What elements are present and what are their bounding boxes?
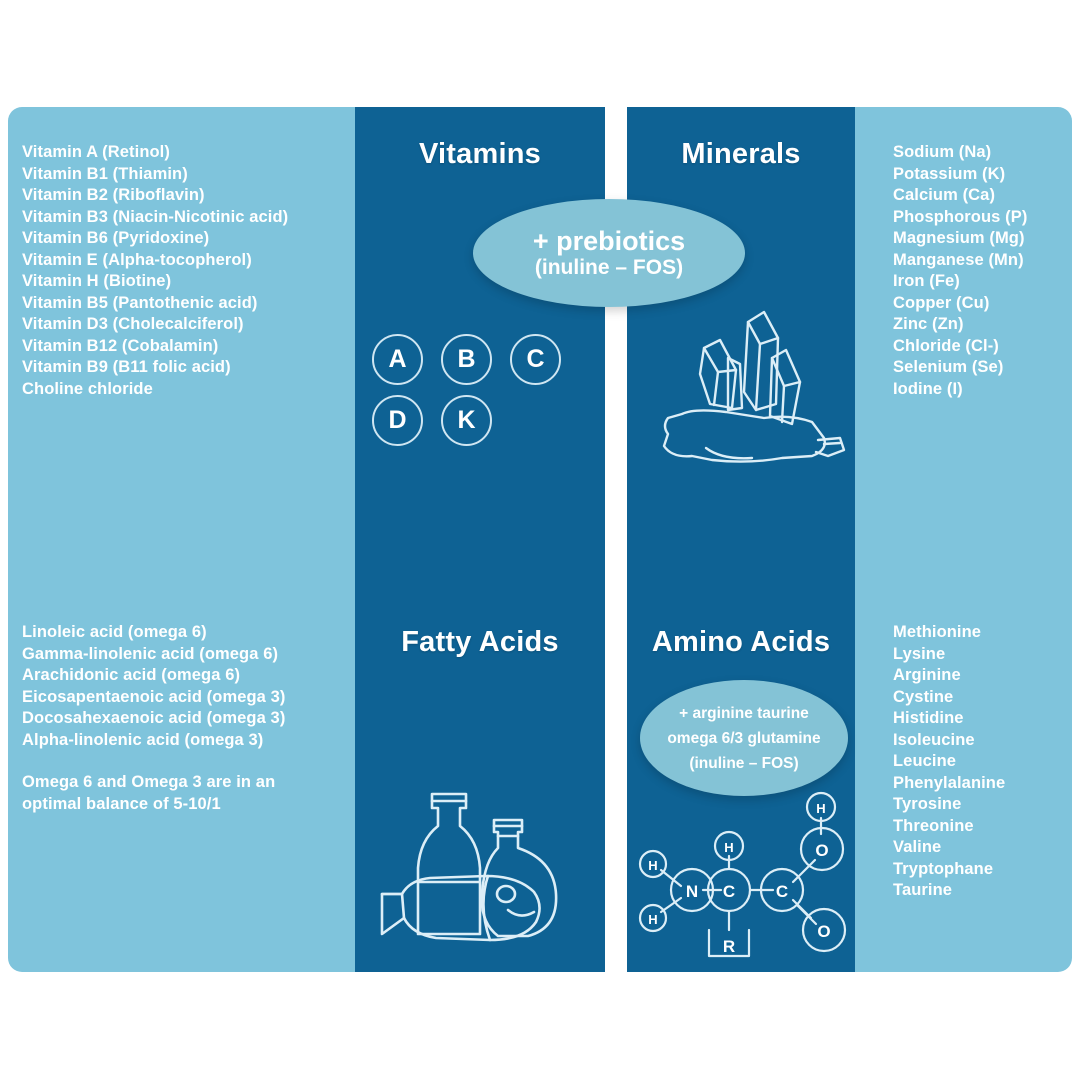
list-item: Vitamin B1 (Thiamin) <box>22 164 188 183</box>
amino-bubble: + arginine taurine omega 6/3 glutamine (… <box>640 680 848 796</box>
svg-text:O: O <box>815 841 828 860</box>
vitamin-letters-icon: A B C D K <box>372 334 572 456</box>
list-item: Sodium (Na) <box>893 143 992 161</box>
list-item: Vitamin D3 (Cholecalciferol) <box>22 315 244 333</box>
list-item: Vitamin B12 (Cobalamin) <box>22 336 219 355</box>
svg-text:H: H <box>648 912 657 927</box>
list-item: Leucine <box>893 752 957 770</box>
list-item: Tryptophane <box>893 859 994 878</box>
list-item: Chloride (Cl-) <box>893 336 999 355</box>
list-item: Vitamin B6 (Pyridoxine) <box>22 229 210 247</box>
amino-bubble-line-1: + arginine taurine <box>679 704 809 722</box>
list-spacer <box>22 751 286 772</box>
list-item: Vitamin H (Biotine) <box>22 272 172 290</box>
amino-acid-list: Methionine Lysine Arginine Cystine Histi… <box>893 622 1005 902</box>
svg-text:C: C <box>776 882 788 901</box>
list-item: Iodine (I) <box>893 379 963 398</box>
list-item: Copper (Cu) <box>893 293 990 312</box>
list-item: Lysine <box>893 644 946 663</box>
list-item: Potassium (K) <box>893 164 1006 183</box>
vitamin-letter-circle-c: C <box>510 334 561 385</box>
list-item: Vitamin B9 (B11 folic acid) <box>22 358 231 376</box>
list-item: Choline chloride <box>22 379 153 398</box>
list-item: Vitamin B3 (Niacin-Nicotinic acid) <box>22 207 289 226</box>
section-title-minerals: Minerals <box>681 138 801 170</box>
list-item: Vitamin A (Retinol) <box>22 143 170 161</box>
list-item: Iron (Fe) <box>893 272 960 290</box>
section-title-fatty-acids: Fatty Acids <box>401 626 559 658</box>
list-item: Methionine <box>893 623 982 641</box>
amino-bubble-line-2: omega 6/3 glutamine <box>667 729 821 747</box>
list-item: Histidine <box>893 709 964 727</box>
list-item: Magnesium (Mg) <box>893 229 1025 247</box>
list-item: Vitamin B5 (Pantothenic acid) <box>22 293 258 312</box>
list-item: Cystine <box>893 687 954 706</box>
list-item: Manganese (Mn) <box>893 250 1024 269</box>
list-item: Phenylalanine <box>893 773 1006 792</box>
list-item: Tyrosine <box>893 795 962 813</box>
fatty-acid-note-line: optimal balance of 5-10/1 <box>22 794 221 813</box>
prebiotics-bubble-main: + prebiotics <box>532 226 686 256</box>
list-item: Eicosapentaenoic acid (omega 3) <box>22 687 286 706</box>
panel-light-right <box>855 107 1072 972</box>
svg-text:H: H <box>724 840 733 855</box>
list-item: Calcium (Ca) <box>893 186 996 204</box>
svg-text:H: H <box>816 801 825 816</box>
list-item: Gamma-linolenic acid (omega 6) <box>22 644 279 663</box>
list-item: Phosphorous (P) <box>893 207 1028 226</box>
prebiotics-bubble-sub: (inuline – FOS) <box>534 256 684 279</box>
vitamin-list: Vitamin A (Retinol) Vitamin B1 (Thiamin)… <box>22 142 288 400</box>
svg-text:H: H <box>648 858 657 873</box>
list-item: Arachidonic acid (omega 6) <box>22 666 241 684</box>
list-item: Threonine <box>893 816 974 835</box>
list-item: Linoleic acid (omega 6) <box>22 623 207 641</box>
fish-oil-icon <box>380 792 558 942</box>
list-item: Docosahexaenoic acid (omega 3) <box>22 709 286 727</box>
panel-light-left <box>8 107 355 972</box>
vitamin-letter-row: D K <box>372 395 572 446</box>
fatty-acid-note-line: Omega 6 and Omega 3 are in an <box>22 773 276 791</box>
list-item: Taurine <box>893 881 953 899</box>
vitamin-letter-circle-a: A <box>372 334 423 385</box>
list-item: Valine <box>893 838 942 856</box>
svg-text:O: O <box>817 922 830 941</box>
svg-text:C: C <box>723 882 735 901</box>
vitamin-letter-circle-d: D <box>372 395 423 446</box>
list-item: Arginine <box>893 666 961 684</box>
prebiotics-bubble: + prebiotics (inuline – FOS) <box>473 199 745 307</box>
list-item: Vitamin B2 (Riboflavin) <box>22 186 205 204</box>
mineral-list: Sodium (Na) Potassium (K) Calcium (Ca) P… <box>893 142 1027 400</box>
list-item: Isoleucine <box>893 730 975 749</box>
crystal-icon <box>662 310 846 463</box>
list-item: Selenium (Se) <box>893 358 1004 376</box>
amino-acid-molecule-icon: H H N C H C O H O R <box>638 791 847 958</box>
section-title-amino-acids: Amino Acids <box>651 626 831 658</box>
list-item: Alpha-linolenic acid (omega 3) <box>22 730 264 749</box>
svg-text:R: R <box>723 937 735 956</box>
center-divider <box>605 107 627 972</box>
list-item: Vitamin E (Alpha-tocopherol) <box>22 250 252 269</box>
vitamin-letter-circle-b: B <box>441 334 492 385</box>
amino-bubble-line-3: (inuline – FOS) <box>689 754 799 772</box>
svg-text:N: N <box>686 882 698 901</box>
section-title-vitamins: Vitamins <box>419 138 541 170</box>
vitamin-letter-circle-k: K <box>441 395 492 446</box>
fatty-acid-list: Linoleic acid (omega 6) Gamma-linolenic … <box>22 622 286 815</box>
list-item: Zinc (Zn) <box>893 315 964 333</box>
vitamin-letter-row: A B C <box>372 334 572 385</box>
